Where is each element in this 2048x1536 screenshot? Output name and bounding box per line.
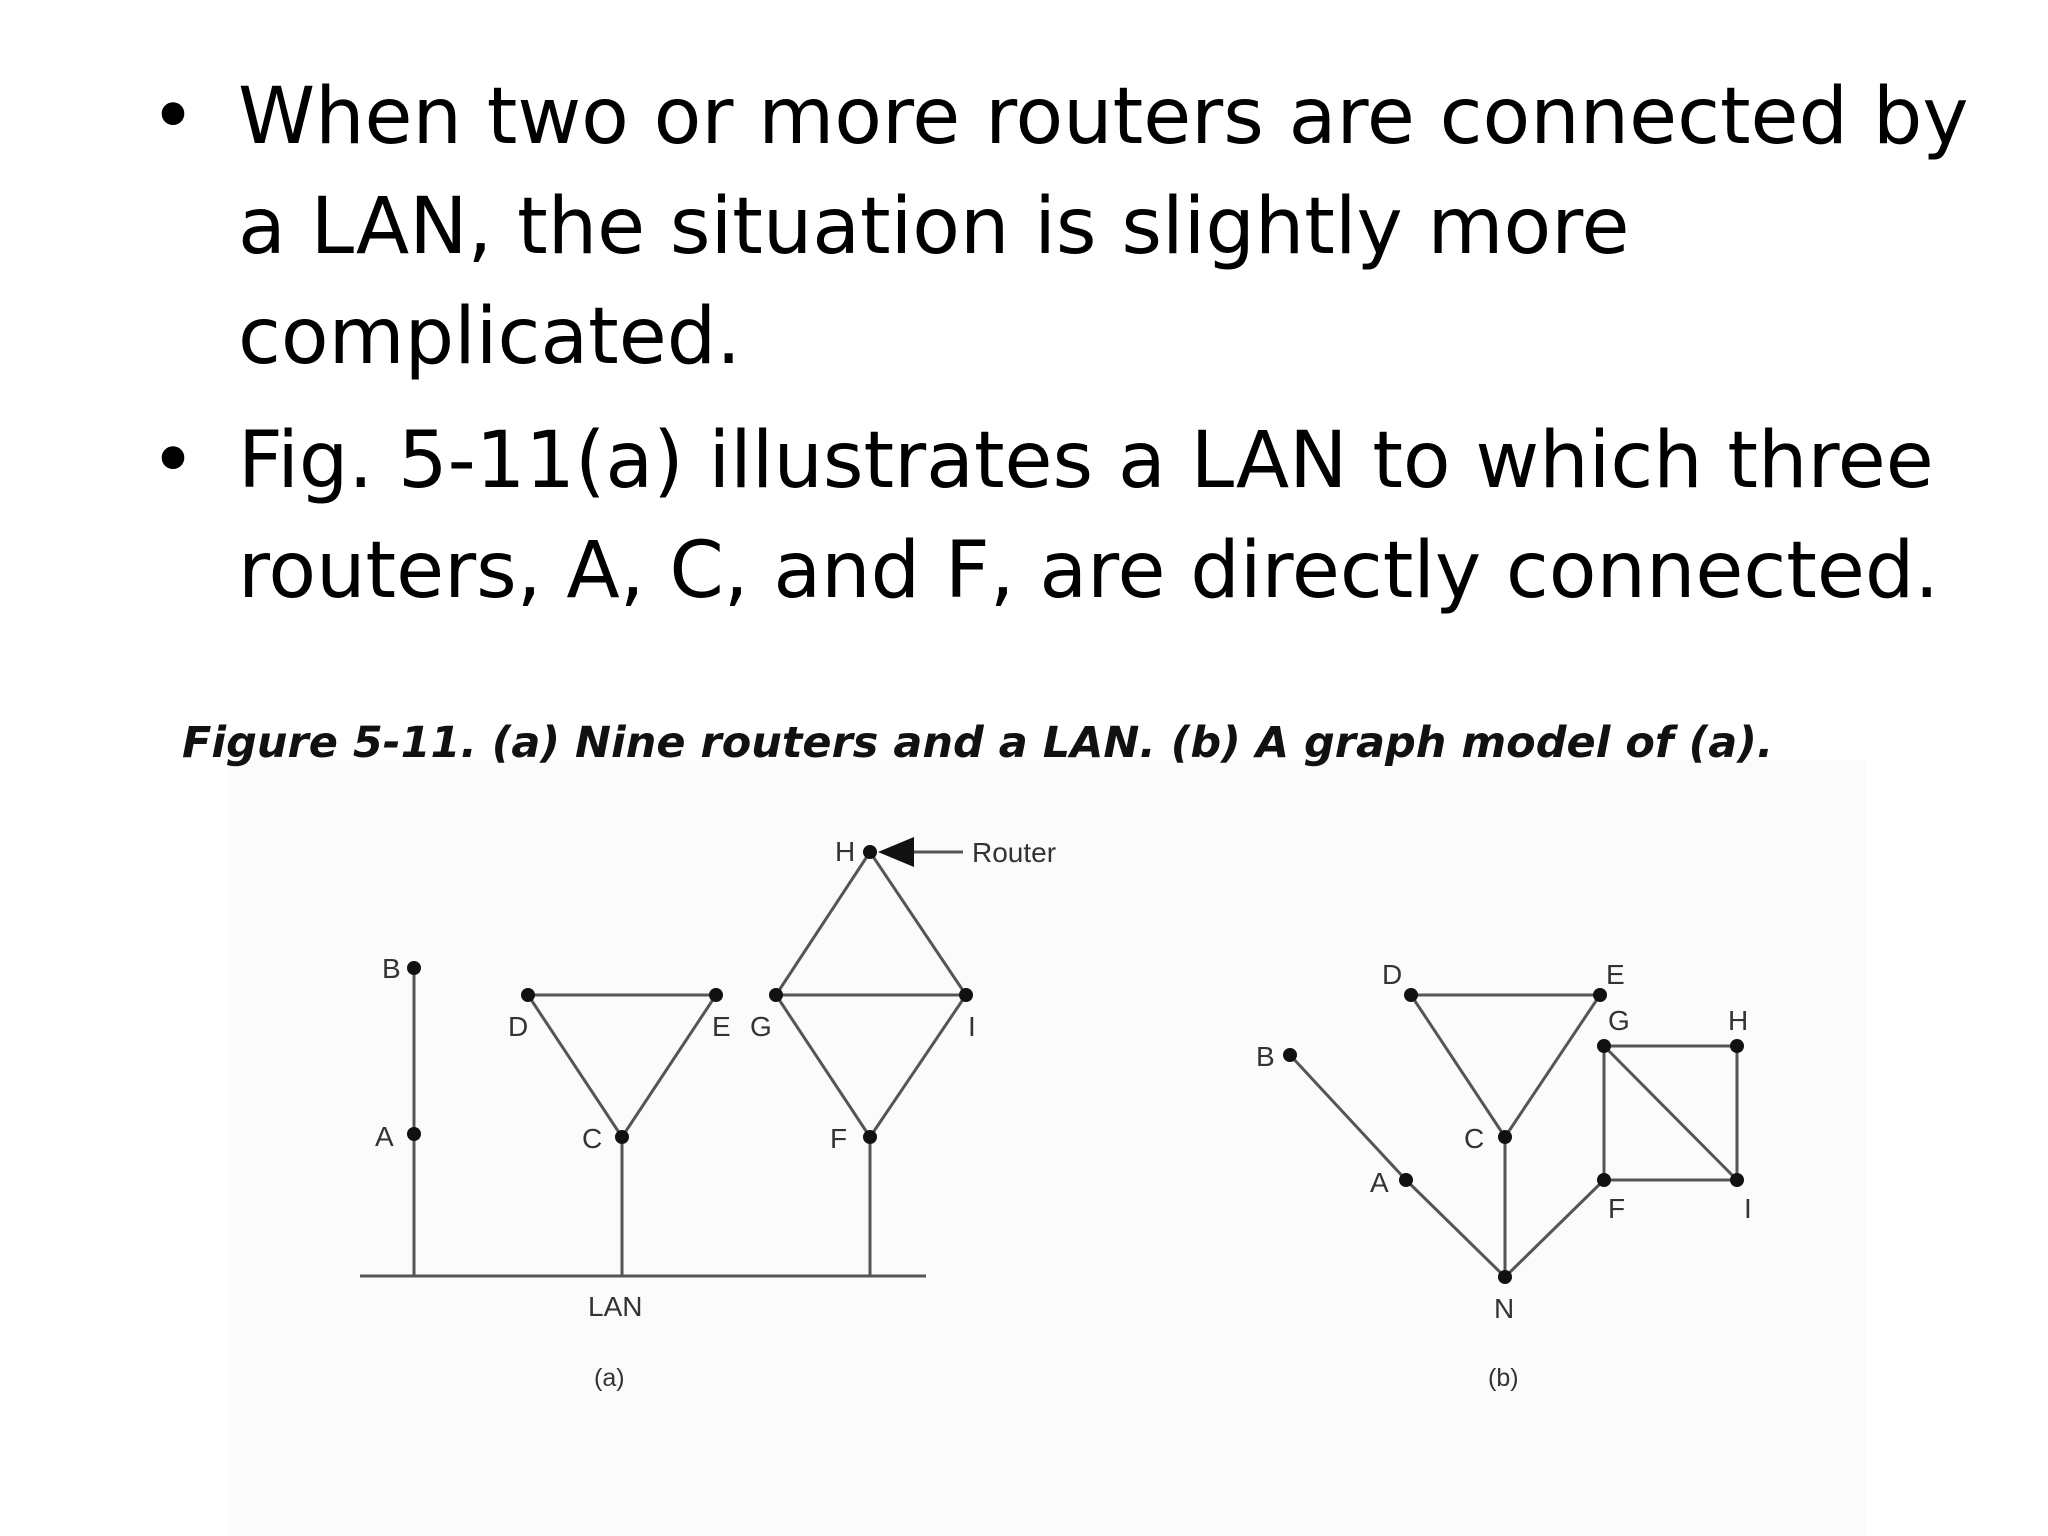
router-b-node bbox=[407, 961, 421, 975]
edge-e-c bbox=[620, 994, 718, 1138]
router-c-node bbox=[615, 1130, 629, 1144]
panel-b: B A C N D E G H F I (b) bbox=[1256, 959, 1752, 1392]
lan-label: LAN bbox=[588, 1291, 642, 1322]
edge-a-n-graph bbox=[1404, 1178, 1507, 1279]
label-c: C bbox=[582, 1123, 602, 1154]
router-h-node bbox=[863, 845, 877, 859]
bullet-item-1: • When two or more routers are connected… bbox=[150, 62, 2010, 392]
graph-node-a bbox=[1399, 1173, 1413, 1187]
graph-label-c: C bbox=[1464, 1123, 1484, 1154]
graph-label-b: B bbox=[1256, 1041, 1275, 1072]
figure-caption: Figure 5-11. (a) Nine routers and a LAN.… bbox=[182, 718, 1774, 768]
panel-a: B A D E G I C F H Router LAN (a) bbox=[360, 836, 1056, 1392]
bullet-marker: • bbox=[150, 72, 197, 162]
graph-node-f bbox=[1597, 1173, 1611, 1187]
edge-b-a-graph bbox=[1288, 1053, 1408, 1182]
edge-i-f bbox=[868, 994, 968, 1138]
router-e-node bbox=[709, 988, 723, 1002]
graph-label-f: F bbox=[1608, 1193, 1625, 1224]
graph-node-d bbox=[1404, 988, 1418, 1002]
edge-g-i-graph bbox=[1602, 1044, 1739, 1182]
edge-h-i bbox=[868, 851, 968, 996]
router-f-node bbox=[863, 1130, 877, 1144]
panel-a-sublabel: (a) bbox=[594, 1364, 625, 1392]
label-d: D bbox=[508, 1011, 528, 1042]
graph-label-n: N bbox=[1494, 1293, 1514, 1324]
bullet-text: Fig. 5-11(a) illustrates a LAN to which … bbox=[238, 416, 1940, 616]
edge-g-f bbox=[774, 994, 872, 1138]
graph-node-c bbox=[1498, 1130, 1512, 1144]
graph-label-a: A bbox=[1370, 1167, 1389, 1198]
label-b: B bbox=[382, 953, 401, 984]
graph-node-b bbox=[1283, 1048, 1297, 1062]
label-f: F bbox=[830, 1123, 847, 1154]
graph-node-g bbox=[1597, 1039, 1611, 1053]
graph-label-g: G bbox=[1608, 1005, 1630, 1036]
graph-node-n bbox=[1498, 1270, 1512, 1284]
router-d-node bbox=[521, 988, 535, 1002]
edge-f-n-graph bbox=[1503, 1178, 1606, 1279]
label-g: G bbox=[750, 1011, 772, 1042]
label-e: E bbox=[712, 1011, 731, 1042]
panel-b-sublabel: (b) bbox=[1488, 1364, 1519, 1392]
graph-label-h: H bbox=[1728, 1005, 1748, 1036]
graph-node-h bbox=[1730, 1039, 1744, 1053]
bullet-text: When two or more routers are connected b… bbox=[238, 72, 1969, 382]
graph-label-e: E bbox=[1606, 959, 1625, 990]
edge-h-g bbox=[774, 851, 872, 996]
label-a: A bbox=[375, 1121, 394, 1152]
graph-node-i bbox=[1730, 1173, 1744, 1187]
edge-e-c-graph bbox=[1503, 994, 1602, 1138]
bullet-item-2: • Fig. 5-11(a) illustrates a LAN to whic… bbox=[150, 406, 2010, 626]
graph-node-e bbox=[1593, 988, 1607, 1002]
graph-label-d: D bbox=[1382, 959, 1402, 990]
edge-d-c-graph bbox=[1409, 994, 1507, 1138]
router-i-node bbox=[959, 988, 973, 1002]
router-g-node bbox=[769, 988, 783, 1002]
bullet-list: • When two or more routers are connected… bbox=[150, 62, 2010, 640]
label-i: I bbox=[968, 1011, 976, 1042]
router-a-node bbox=[407, 1127, 421, 1141]
graph-label-i: I bbox=[1744, 1193, 1752, 1224]
edge-d-c bbox=[526, 994, 624, 1138]
label-h: H bbox=[835, 836, 855, 867]
figure-background bbox=[228, 760, 1866, 1536]
router-callout-label: Router bbox=[972, 837, 1056, 868]
bullet-marker: • bbox=[150, 416, 197, 506]
